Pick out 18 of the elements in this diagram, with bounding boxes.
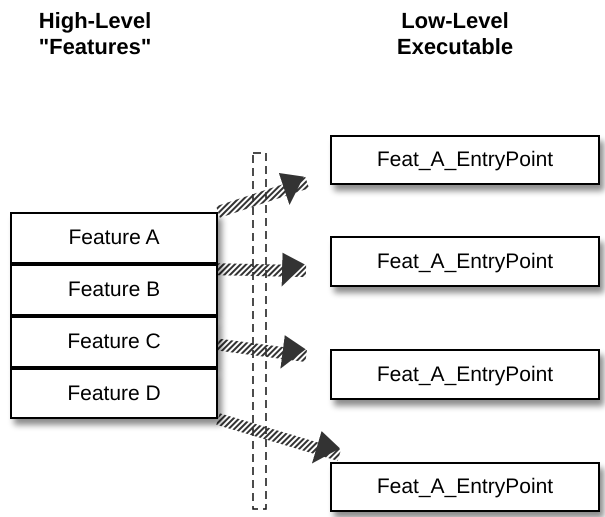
entry-point-box [330, 462, 600, 512]
entry-point-box [330, 349, 600, 400]
feature-box [10, 368, 218, 419]
feature-box [10, 264, 218, 316]
box-label: Feat_A_EntryPoint [376, 474, 554, 500]
box-label: Feat_A_EntryPoint [376, 362, 554, 388]
box-label: Feat_A_EntryPoint [376, 147, 554, 174]
box-label: Feature D [67, 380, 161, 407]
entry-point-box [330, 135, 600, 185]
feature-box [10, 212, 218, 264]
box-label: Feature C [67, 329, 161, 356]
entry-point-box [330, 236, 600, 287]
box-label: Feat_A_EntryPoint [376, 248, 554, 275]
feature-box [10, 316, 218, 368]
box-label: Feature B [68, 277, 160, 304]
column-heading: Low-Level Executable [396, 8, 514, 60]
box-label: Feature A [68, 225, 160, 252]
column-heading: High-Level "Features" [38, 8, 152, 60]
